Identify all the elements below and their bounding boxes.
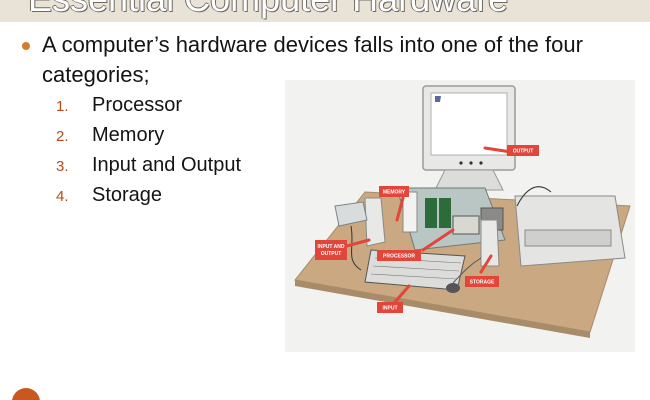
list-item-number: 4. bbox=[56, 188, 69, 205]
callout-badge bbox=[377, 250, 421, 261]
callout-badge bbox=[507, 145, 539, 156]
callout-text: INPUT bbox=[383, 306, 398, 312]
cable bbox=[516, 186, 552, 207]
processor-arrow bbox=[421, 228, 455, 252]
monitor-button bbox=[469, 161, 473, 165]
callout-badge bbox=[465, 276, 499, 287]
callout-text: STORAGE bbox=[470, 280, 495, 286]
desk-edge bbox=[295, 280, 590, 338]
list-item-number: 1. bbox=[56, 98, 69, 115]
bullet-point: A computer’s hardware devices falls into… bbox=[22, 30, 632, 90]
memory-module bbox=[439, 198, 451, 228]
list-item: 4. Storage bbox=[56, 180, 241, 210]
bullet-dot-icon bbox=[22, 42, 30, 50]
cable bbox=[350, 225, 362, 271]
callout-processor: PROCESSOR bbox=[377, 250, 421, 261]
drive-bay bbox=[402, 191, 418, 233]
left-speaker bbox=[364, 197, 386, 247]
slide-title: Essential Computer Hardware bbox=[28, 0, 508, 20]
callout-input: INPUT bbox=[377, 302, 403, 313]
callout-text: OUTPUT bbox=[321, 251, 342, 257]
processor-chip bbox=[452, 215, 480, 235]
slide-corner-mark bbox=[12, 388, 40, 400]
bullet-text: A computer’s hardware devices falls into… bbox=[42, 32, 583, 87]
hardware-illustration-svg: OUTPUT MEMORY INPUT AND OUTPUT PROCESSOR… bbox=[294, 85, 631, 338]
storage-arrow bbox=[479, 254, 493, 274]
list-item-label: Storage bbox=[92, 184, 163, 206]
printer-tray bbox=[524, 229, 612, 247]
callout-text: OUTPUT bbox=[513, 149, 534, 155]
list-item-label: Processor bbox=[92, 94, 183, 116]
hardware-category-list: 1.Processor 2.Memory 3.Input and Output … bbox=[56, 90, 241, 210]
list-item-label: Input and Output bbox=[92, 154, 242, 176]
callout-arrows bbox=[345, 146, 513, 304]
mouse bbox=[446, 283, 460, 293]
monitor-screen bbox=[430, 92, 508, 156]
monitor-button bbox=[459, 161, 463, 165]
memory-arrow bbox=[395, 196, 405, 222]
title-band bbox=[0, 0, 650, 22]
callout-badge bbox=[315, 240, 347, 260]
monitor-icon bbox=[435, 96, 441, 102]
right-speaker bbox=[480, 219, 500, 267]
memory-module bbox=[425, 198, 437, 228]
callout-badge bbox=[377, 302, 403, 313]
input-arrow bbox=[393, 284, 411, 304]
input-output-arrow bbox=[345, 238, 371, 248]
callout-memory: MEMORY bbox=[379, 186, 409, 197]
callout-input-output: INPUT AND OUTPUT bbox=[315, 240, 347, 260]
computer-hardware-illustration: OUTPUT MEMORY INPUT AND OUTPUT PROCESSOR… bbox=[285, 80, 635, 352]
callout-text: INPUT AND bbox=[317, 244, 344, 250]
mouse-cable bbox=[452, 257, 482, 284]
monitor-stand bbox=[434, 169, 504, 191]
callout-text: PROCESSOR bbox=[383, 254, 415, 260]
list-item: 3. Input and Output bbox=[56, 150, 241, 180]
list-item-number: 2. bbox=[56, 128, 69, 145]
callout-output: OUTPUT bbox=[507, 145, 539, 156]
external-drive bbox=[334, 201, 368, 227]
monitor-button bbox=[479, 161, 483, 165]
callout-badge bbox=[379, 186, 409, 197]
list-item: 1. Processor bbox=[56, 90, 241, 120]
callout-text: MEMORY bbox=[383, 190, 406, 196]
list-item-label: Memory bbox=[92, 124, 165, 146]
list-item-number: 3. bbox=[56, 158, 69, 175]
callout-storage: STORAGE bbox=[465, 276, 499, 287]
output-arrow bbox=[483, 146, 513, 154]
list-item: 2. Memory bbox=[56, 120, 241, 150]
